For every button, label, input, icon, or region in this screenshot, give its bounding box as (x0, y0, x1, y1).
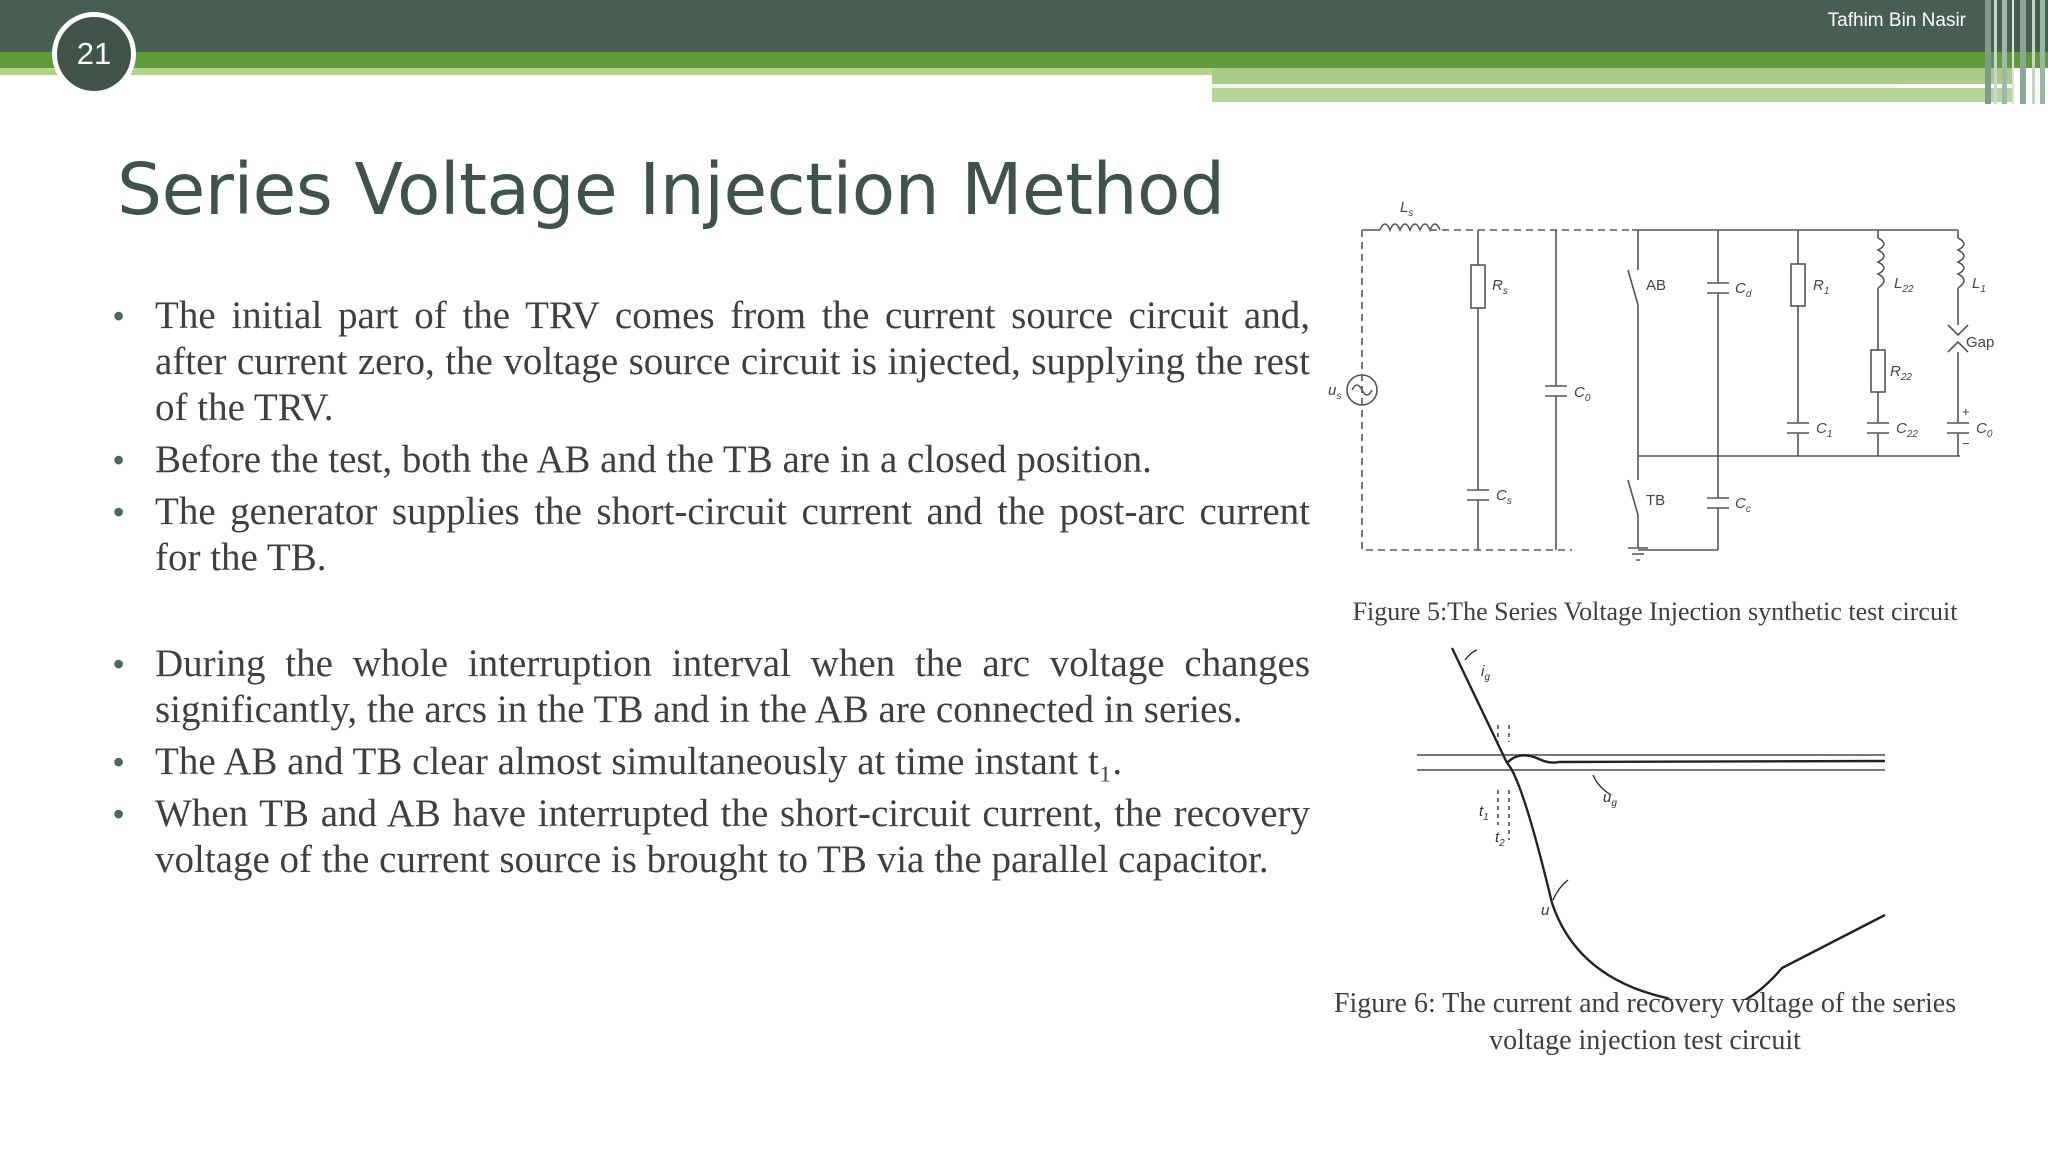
bullet-item: • The initial part of the TRV comes from … (110, 293, 1310, 431)
slide-number-badge: 21 (52, 12, 136, 96)
spark-gap-icon (1947, 324, 1969, 353)
label-t2: t2 (1495, 829, 1505, 849)
capacitor-c22 (1867, 422, 1889, 434)
bullet-item: • During the whole interruption interval … (110, 641, 1310, 733)
label-co-mid: C0 (1574, 384, 1591, 404)
bullet-text: The initial part of the TRV comes from t… (155, 294, 1310, 429)
waveform-diagram: ig ug u t1 t2 (1417, 647, 1886, 1000)
label-l22: L22 (1894, 275, 1914, 295)
capacitor-co-right (1947, 422, 1969, 434)
resistor-r22 (1870, 349, 1886, 393)
header-stripe (2012, 0, 2014, 104)
header-light-band-right-lower (1212, 88, 2012, 102)
wire (1638, 230, 1719, 551)
figure6-caption: Figure 6: The current and recovery volta… (1333, 988, 1957, 1056)
sine-icon (1351, 384, 1373, 396)
label-ls: Ls (1400, 199, 1413, 219)
resistor-r1 (1790, 263, 1806, 307)
header-green-band (0, 52, 2048, 68)
label-rs: Rs (1492, 277, 1508, 297)
header-light-band-right (1212, 68, 2012, 84)
ac-source-icon (1346, 374, 1378, 406)
label-cc: Cc (1735, 495, 1751, 515)
bullet-dot-icon: • (113, 494, 125, 530)
pointer-ug (1592, 774, 1612, 796)
label-cs: Cs (1496, 487, 1512, 507)
bullet-dot-icon: • (113, 298, 125, 334)
pointer-ig (1464, 649, 1478, 661)
label-ig: ig (1481, 663, 1490, 683)
author-name: Tafhim Bin Nasir (1827, 10, 1966, 31)
header-white-line (1212, 84, 1897, 88)
current-ig-curve (1450, 647, 1509, 764)
label-c1: C1 (1816, 420, 1832, 440)
header-stripe (1985, 0, 1991, 104)
inductor-l1 (1956, 237, 1965, 289)
capacitor-co (1545, 385, 1567, 397)
bullet-text: Before the test, both the AB and the TB … (155, 438, 1152, 481)
bullet-list: • During the whole interruption interval … (110, 641, 1310, 889)
header-bar (0, 0, 2048, 52)
label-tb: TB (1646, 492, 1665, 509)
recovery-voltage-u-curve (1506, 762, 1886, 1000)
bullet-item: • The generator supplies the short-circui… (110, 489, 1310, 581)
inductor-l22 (1876, 237, 1885, 289)
header-stripe (2032, 0, 2035, 104)
label-u: u (1541, 902, 1550, 919)
inductor-ls (1379, 223, 1441, 233)
capacitor-cs (1467, 489, 1489, 501)
header-stripe (2040, 0, 2045, 104)
switch-ab (1627, 269, 1639, 306)
voltage-ug-curve (1506, 754, 1886, 764)
capacitor-cc (1707, 497, 1729, 509)
bullet-dot-icon: • (113, 646, 125, 682)
switch-tb (1627, 479, 1639, 516)
bullet-item: • The AB and TB clear almost simultaneous… (110, 739, 1310, 785)
label-l1: L1 (1972, 275, 1986, 295)
label-co-right: C0 (1976, 420, 1993, 440)
label-minus: − (1962, 436, 1970, 451)
bullet-item: • When TB and AB have interrupted the sho… (110, 791, 1310, 883)
label-r1: R1 (1813, 277, 1829, 297)
dashed-frame (1361, 229, 1632, 551)
pointer-u (1552, 879, 1569, 901)
figure5-caption: Figure 5:The Series Voltage Injection sy… (1352, 597, 1958, 626)
label-cd: Cd (1735, 280, 1752, 300)
label-gap: Gap (1966, 334, 1994, 351)
bullet-list: • The initial part of the TRV comes from … (110, 293, 1310, 587)
header-stripe (1994, 0, 1997, 104)
circuit-diagram: Ls Rs Cs C0 us Cd Cc R1 C1 L22 R22 C22 L… (1328, 199, 1994, 561)
bullet-item: • Before the test, both the AB and the TB… (110, 437, 1310, 483)
bullet-text: The AB and TB clear almost simultaneousl… (155, 740, 1123, 783)
bullet-text: When TB and AB have interrupted the shor… (155, 792, 1310, 881)
label-plus: + (1962, 404, 1970, 419)
ground-icon (1628, 547, 1648, 561)
bullet-text: During the whole interruption interval w… (155, 642, 1310, 731)
bullet-dot-icon: • (113, 744, 125, 780)
capacitor-cd (1707, 282, 1729, 294)
label-r22: R22 (1890, 363, 1912, 383)
resistor-rs (1470, 264, 1486, 309)
header-stripe (2020, 0, 2026, 104)
slide-title: Series Voltage Injection Method (117, 148, 1225, 231)
label-ug: ug (1603, 789, 1617, 809)
bullet-dot-icon: • (113, 442, 125, 478)
capacitor-c1 (1787, 422, 1809, 434)
bullet-dot-icon: • (113, 796, 125, 832)
label-us: us (1328, 382, 1341, 402)
label-ab: AB (1646, 277, 1666, 294)
header-stripe (2002, 0, 2007, 104)
header-light-band (0, 68, 1212, 75)
label-c22: C22 (1896, 420, 1918, 440)
bullet-text: The generator supplies the short-circuit… (155, 490, 1310, 579)
label-t1: t1 (1479, 803, 1489, 823)
